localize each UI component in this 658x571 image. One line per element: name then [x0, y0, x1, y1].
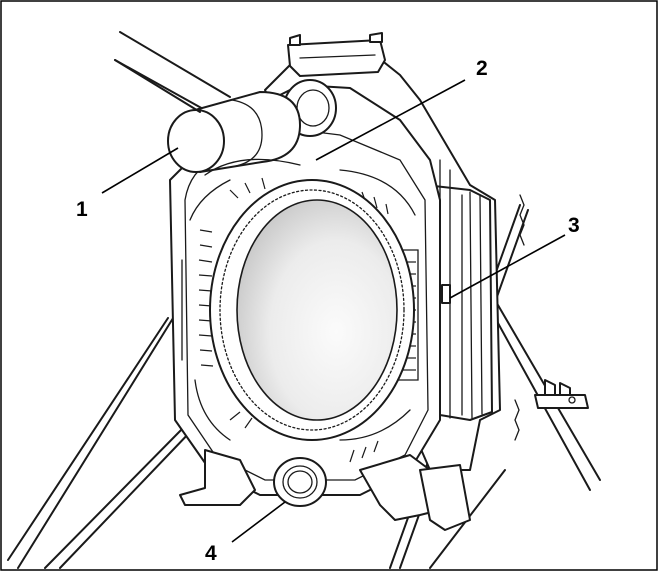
- burner-tube: [114, 59, 301, 173]
- top-flange: [287, 32, 386, 77]
- callout-leaders: [101, 79, 566, 543]
- callout-label-1: 1: [76, 198, 88, 221]
- callout-label-4: 4: [205, 542, 217, 565]
- section-feet: [179, 449, 471, 531]
- combustion-chamber: [209, 179, 415, 441]
- side-inspection-slot: [441, 284, 451, 304]
- callout-label-3: 3: [568, 214, 580, 237]
- lifting-chains: [514, 194, 525, 441]
- callout-label-2: 2: [476, 57, 488, 80]
- chamber-window: [236, 199, 398, 421]
- bottom-port: [273, 457, 327, 507]
- support-rods-left: [7, 31, 231, 569]
